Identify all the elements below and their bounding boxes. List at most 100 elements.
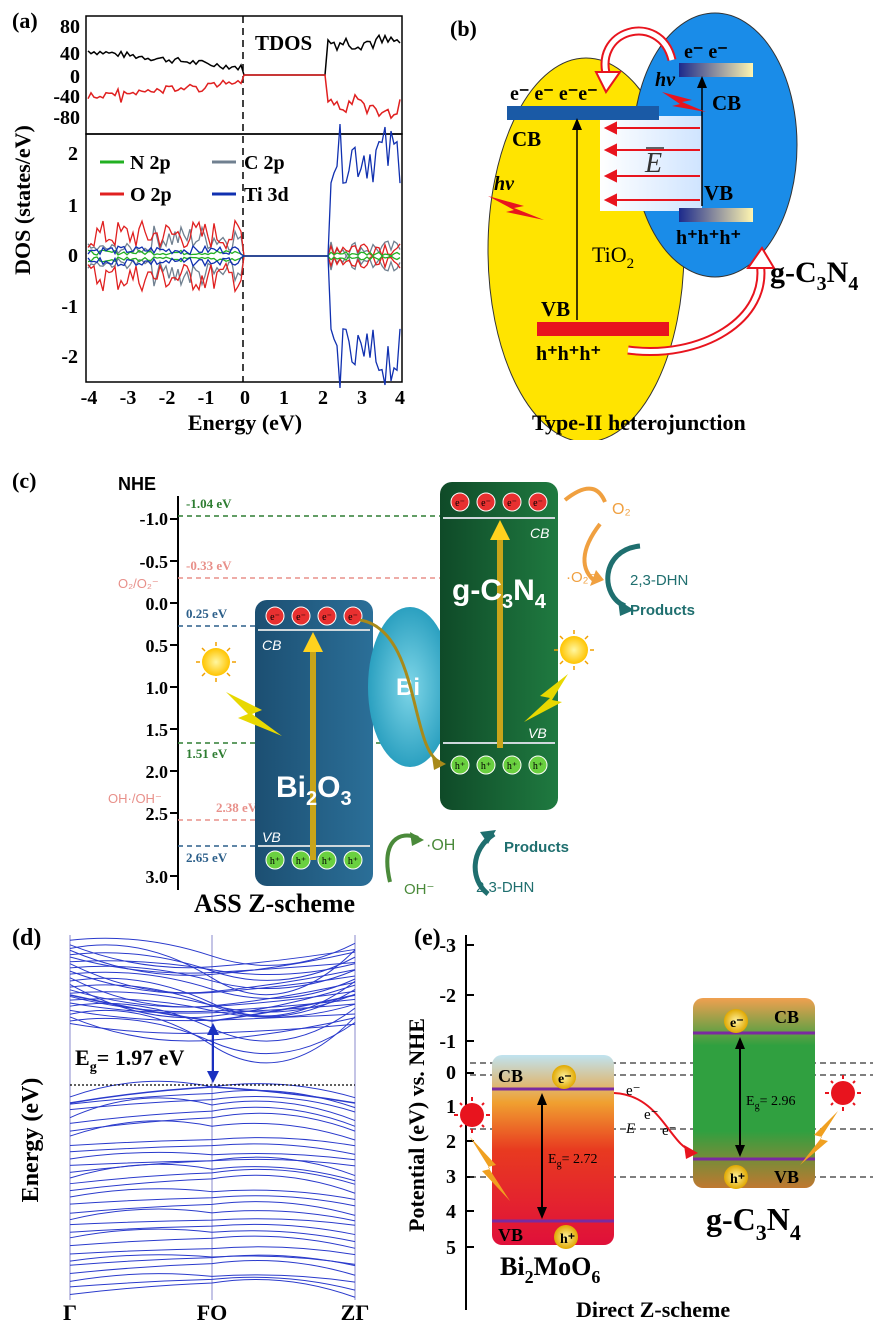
lightning-left-icon bbox=[488, 196, 544, 220]
charge-dot bbox=[343, 850, 363, 870]
panel-a: (a) 80 40 0 -40 -80 2 1 0 -1 -2 -4 -3 -2… bbox=[0, 0, 420, 440]
transfer-electron-3: e⁻ bbox=[662, 1123, 677, 1139]
gcn-vb-bar bbox=[679, 208, 753, 222]
charge-symbol: h⁺ bbox=[270, 856, 280, 867]
xtick: 1 bbox=[279, 387, 289, 409]
band-structure bbox=[69, 935, 356, 1300]
ytick: -1 bbox=[439, 1031, 456, 1053]
electron-symbol: e⁻ bbox=[730, 1016, 744, 1031]
field-arrows bbox=[603, 121, 700, 207]
charge-symbol: e⁻ bbox=[507, 498, 517, 509]
charge-symbol: e⁻ bbox=[322, 612, 332, 623]
panel-c-caption: ASS Z-scheme bbox=[194, 889, 355, 918]
gcn-label: g-C3N4 bbox=[770, 256, 858, 295]
lightning-right-icon bbox=[524, 674, 568, 722]
charge-symbol: h⁺ bbox=[481, 761, 491, 772]
charge-dot bbox=[450, 755, 470, 775]
ytick: 1 bbox=[446, 1096, 456, 1118]
sun-icon-right bbox=[554, 630, 594, 670]
ytick: 3.0 bbox=[146, 867, 169, 887]
panel-e-caption: Direct Z-scheme bbox=[576, 1297, 730, 1322]
gcn-cb: CB bbox=[530, 525, 549, 541]
panel-a-label: (a) bbox=[12, 8, 38, 33]
charge-dot bbox=[502, 755, 522, 775]
charge-dot bbox=[476, 755, 496, 775]
hydroxyl-radical-label: ·OH bbox=[426, 837, 455, 854]
panel-b-label: (b) bbox=[450, 16, 477, 41]
gcn-e-eg: Eg= 2.96 bbox=[746, 1094, 795, 1112]
z-scheme-arrow bbox=[359, 618, 441, 764]
o2-arrow bbox=[563, 486, 607, 503]
hole-symbol: h⁺ bbox=[730, 1172, 745, 1187]
ytick: -2 bbox=[61, 346, 78, 368]
field-vector: E bbox=[625, 1121, 635, 1137]
dhn-arrow-top bbox=[605, 543, 641, 609]
electron-symbol: e⁻ bbox=[558, 1072, 572, 1087]
charge-dot bbox=[450, 492, 470, 512]
gcn-e-vb: VB bbox=[774, 1167, 799, 1187]
ytick: 2.5 bbox=[146, 804, 169, 824]
charge-dot bbox=[265, 606, 285, 626]
kpoint-label: ZΓ bbox=[341, 1300, 370, 1325]
hv-left: hv bbox=[494, 173, 515, 195]
panel-c-label: (c) bbox=[12, 468, 36, 493]
xtick: 0 bbox=[240, 387, 250, 409]
ytick: 1.0 bbox=[146, 678, 169, 698]
o2-label: O₂ bbox=[612, 501, 631, 518]
nhe-tickmarks bbox=[170, 518, 178, 877]
level-label: 0.25 eV bbox=[186, 606, 228, 621]
sun-icon-left bbox=[454, 1097, 490, 1133]
level-labels: -1.04 eV -0.33 eV 0.25 eV 1.51 eV 2.38 e… bbox=[186, 496, 258, 865]
bi2o3-vb: VB bbox=[262, 829, 281, 845]
legend-c2p: C 2p bbox=[244, 152, 285, 174]
charge-symbol: h⁺ bbox=[533, 761, 543, 772]
ytick: -2 bbox=[439, 985, 456, 1007]
legend-o2p: O 2p bbox=[130, 184, 172, 206]
bi2moo6-cb: CB bbox=[498, 1066, 523, 1086]
hole-icon bbox=[724, 1165, 748, 1189]
ytick: 0 bbox=[446, 1062, 456, 1084]
tdos-curves bbox=[87, 33, 401, 120]
tio2-vb-label: VB bbox=[541, 297, 570, 321]
lightning-right-icon bbox=[800, 1111, 838, 1165]
level-label: 2.38 eV bbox=[216, 800, 258, 815]
lightning-left-icon bbox=[226, 692, 282, 736]
panel-c-svg: (c) NHE -1.0 -0.5 0.0 0.5 1.0 1.5 2.0 2.… bbox=[12, 468, 695, 918]
ytick: 1.5 bbox=[146, 720, 169, 740]
gcn-label: g-C3N4 bbox=[452, 574, 547, 613]
charge-dot bbox=[528, 755, 548, 775]
x-axis-label: Energy (eV) bbox=[188, 410, 302, 435]
ytick: 5 bbox=[446, 1237, 456, 1259]
charge-symbol: h⁺ bbox=[455, 761, 465, 772]
dhn-top: 2,3-DHN bbox=[630, 572, 688, 589]
charge-symbol: e⁻ bbox=[455, 498, 465, 509]
bi2moo6-block bbox=[492, 1055, 614, 1245]
ytick: 0 bbox=[70, 66, 80, 88]
bi2o3-cb: CB bbox=[262, 637, 281, 653]
o2-reduction-arrow bbox=[582, 522, 602, 584]
kpoint-label: Γ bbox=[63, 1300, 77, 1325]
tio2-electrons: e⁻ e⁻ e⁻e⁻ bbox=[510, 83, 598, 105]
gcn-e-block bbox=[693, 998, 815, 1188]
bi2moo6-eg: Eg= 2.72 bbox=[548, 1152, 597, 1170]
hydroxide-label: OH⁻ bbox=[404, 881, 434, 898]
bi2moo6-vb: VB bbox=[498, 1225, 523, 1245]
gcn-cb-bar bbox=[679, 63, 753, 77]
gcn-cb-label: CB bbox=[712, 91, 741, 115]
top-yticks: 80 40 0 -40 -80 bbox=[53, 16, 80, 129]
lightning-right-icon bbox=[662, 92, 706, 112]
charge-dot bbox=[317, 606, 337, 626]
gcn-electrons: e⁻ e⁻ bbox=[684, 41, 728, 63]
tio2-cb-bar bbox=[507, 106, 659, 120]
gcn-vb-label: VB bbox=[704, 181, 733, 205]
charge-symbol: h⁺ bbox=[507, 761, 517, 772]
ytick: 0.5 bbox=[146, 636, 169, 656]
sun-icon-right bbox=[825, 1075, 861, 1111]
ytick: 1 bbox=[68, 195, 78, 217]
level-label: -0.33 eV bbox=[186, 558, 232, 573]
panel-b: (b) E e⁻ e⁻ e⁻e⁻ CB VB h⁺h⁺h⁺ TiO2 hv e⁻… bbox=[440, 0, 873, 443]
charge-symbol: h⁺ bbox=[296, 856, 306, 867]
ytick: -0.5 bbox=[140, 552, 169, 572]
ytick: 2.0 bbox=[146, 762, 169, 782]
transfer-electron-1: e⁻ bbox=[626, 1083, 641, 1099]
